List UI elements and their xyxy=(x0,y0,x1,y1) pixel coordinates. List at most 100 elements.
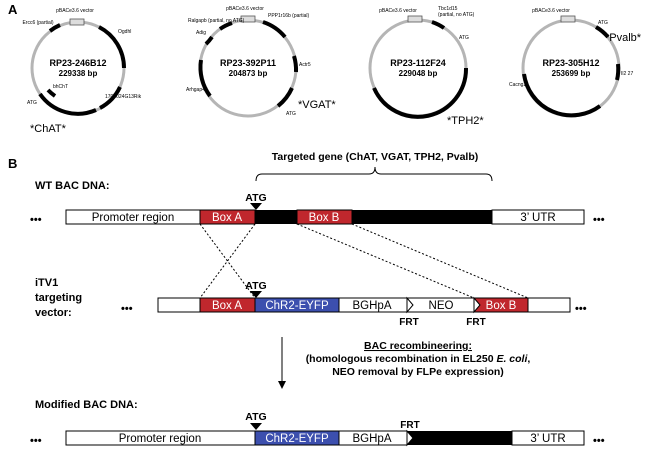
wt-atg-arrow-icon xyxy=(250,203,262,210)
gene-arc-bhcht xyxy=(46,88,57,98)
vector-right-backbone xyxy=(527,297,571,313)
gene-arc-vgat xyxy=(276,87,294,108)
feature-ercc6: Ercc6 (partial) xyxy=(22,20,53,26)
vector-atg-arrow-icon xyxy=(250,291,262,298)
gene-arc-tbc1d15 xyxy=(431,20,446,30)
vector-title-2: targeting xyxy=(35,292,82,304)
gene-arc-ercc6 xyxy=(48,23,61,33)
modified-3utr xyxy=(511,430,585,446)
plasmid-rp23-392p11: pBACe3.6 vector PPP1r16b (partial) Ralga… xyxy=(186,6,336,118)
wt-atg-label: ATG xyxy=(245,192,266,204)
wt-bac-construct: Promoter region Box A Box B 3’ UTR ATG xyxy=(65,192,585,225)
recombineering-arrow-icon xyxy=(278,381,286,389)
frt-site-2-icon xyxy=(473,296,481,314)
modified-3utr-label: 3’ UTR xyxy=(530,433,565,445)
feature-adig: Adig xyxy=(196,30,206,36)
vector-box xyxy=(69,18,85,26)
feature-tbc1d15-note: (partial, no ATG) xyxy=(438,12,475,18)
feature-cacng2: Cacng2 xyxy=(509,82,526,88)
feature-vector: pBACe3.6 vector xyxy=(56,8,94,14)
vector-title-1: iTV1 xyxy=(35,277,58,289)
vector-chr2-label: ChR2-EYFP xyxy=(265,300,329,312)
targeted-gene-label: Targeted gene (ChAT, VGAT, TPH2, Pvalb) xyxy=(272,151,479,163)
vector-left-backbone xyxy=(157,297,201,313)
feature-1700024g13rik: 1700024G13Rik xyxy=(105,94,142,100)
wt-3utr xyxy=(491,209,585,225)
modified-chr2-label: ChR2-EYFP xyxy=(265,433,329,445)
recombineering-line1: (homologous recombination in EL250 E. co… xyxy=(306,353,531,365)
vector-dots-left: ••• xyxy=(121,303,133,315)
gene-arc-adig xyxy=(204,35,214,46)
plasmid-size: 229048 bp xyxy=(399,69,438,78)
wt-title: WT BAC DNA: xyxy=(35,180,110,192)
modified-frt-label: FRT xyxy=(400,420,419,431)
gene-arc-actr5 xyxy=(292,55,299,73)
vector-frt-1-label: FRT xyxy=(399,317,418,328)
vector-bghpa-label: BGHpA xyxy=(353,300,392,312)
modified-bghpa-label: BGHpA xyxy=(353,433,392,445)
feature-ppp1r16b: PPP1r16b (partial) xyxy=(268,13,309,19)
homology-line-b-left xyxy=(296,223,475,299)
feature-ogdhl: Ogdhl xyxy=(118,29,131,35)
plasmid-name: RP23-305H12 xyxy=(542,58,599,68)
gene-label-chat: *ChAT* xyxy=(30,123,67,135)
vector-atg-label: ATG xyxy=(245,280,266,292)
modified-dots-left: ••• xyxy=(30,435,42,447)
feature-actr5: Actr5 xyxy=(299,62,311,68)
plasmid-name: RP23-112F24 xyxy=(390,58,446,68)
panel-b-label: B xyxy=(8,156,17,171)
homology-line-b-right xyxy=(351,223,529,299)
gene-arc-pvalb xyxy=(594,25,610,39)
feature-vector: pBACe3.6 vector xyxy=(379,8,417,14)
modified-promoter-label: Promoter region xyxy=(119,433,201,445)
feature-atg: ATG xyxy=(598,20,608,26)
panel-a-label: A xyxy=(8,2,18,17)
vector-neo-label: NEO xyxy=(429,300,454,312)
vector-title-3: vector: xyxy=(35,307,72,319)
modified-gene-remainder xyxy=(407,431,512,445)
modified-title: Modified BAC DNA: xyxy=(35,399,138,411)
gene-arc-tph2 xyxy=(372,67,469,119)
homology-line-a-left xyxy=(199,223,256,299)
gene-arc-ralgapb xyxy=(218,21,233,31)
wt-promoter-label: Promoter region xyxy=(92,212,174,224)
modified-dots-right: ••• xyxy=(593,435,605,447)
wt-3utr-label: 3’ UTR xyxy=(520,212,555,224)
feature-atg: ATG xyxy=(286,111,296,117)
modified-bac-construct: Promoter region ChR2-EYFP BGHpA 3’ UTR F… xyxy=(65,411,585,447)
gene-arc-chat xyxy=(38,92,97,116)
plasmid-size: 253699 bp xyxy=(552,69,591,78)
gene-label-pvalb: *Pvalb* xyxy=(605,32,642,44)
feature-ralgapb: Ralgapb (partial, no ATG) xyxy=(188,18,245,24)
vector-box-b-label: Box B xyxy=(486,300,517,312)
targeting-vector-construct: Box A ChR2-EYFP BGHpA NEO Box B FRT FRT … xyxy=(157,280,571,328)
targeted-gene-bracket xyxy=(255,166,493,182)
gene-label-tph2: *TPH2* xyxy=(447,115,484,127)
gene-arc-1700024g13rik xyxy=(98,86,122,110)
wt-gene-segment-1 xyxy=(255,210,297,224)
vector-dots-right: ••• xyxy=(575,303,587,315)
gene-arc-ogdhl xyxy=(98,25,127,69)
modified-atg-label: ATG xyxy=(245,411,266,423)
wt-gene-segment-2 xyxy=(352,210,492,224)
vector-box-a-label: Box A xyxy=(212,300,242,312)
plasmid-name: RP23-246B12 xyxy=(49,58,106,68)
feature-bhcht: bhChT xyxy=(53,84,68,90)
gene-label-vgat: *VGAT* xyxy=(298,99,336,111)
plasmid-size: 204873 bp xyxy=(229,69,268,78)
feature-vector: pBACe3.6 vector xyxy=(532,8,570,14)
feature-vector: pBACe3.6 vector xyxy=(226,6,264,12)
plasmid-name: RP23-392P11 xyxy=(220,58,276,68)
feature-tbc1d15: Tbc1d15 xyxy=(438,6,458,12)
modified-frt-site-icon xyxy=(406,429,414,447)
plasmid-rp23-112f24: pBACe3.6 vector Tbc1d15 (partial, no ATG… xyxy=(368,6,484,127)
wt-box-a-label: Box A xyxy=(212,212,242,224)
plasmid-rp23-305h12: pBACe3.6 vector ATG Il2 27 Cacng2 RP23-3… xyxy=(509,8,642,118)
recombineering-line2: NEO removal by FLPe expression) xyxy=(332,366,504,378)
vector-box xyxy=(560,15,576,23)
wt-dots-left: ••• xyxy=(30,214,42,226)
frt-site-1-icon xyxy=(406,296,414,314)
wt-box-b-label: Box B xyxy=(309,212,340,224)
feature-atg: ATG xyxy=(459,35,469,41)
